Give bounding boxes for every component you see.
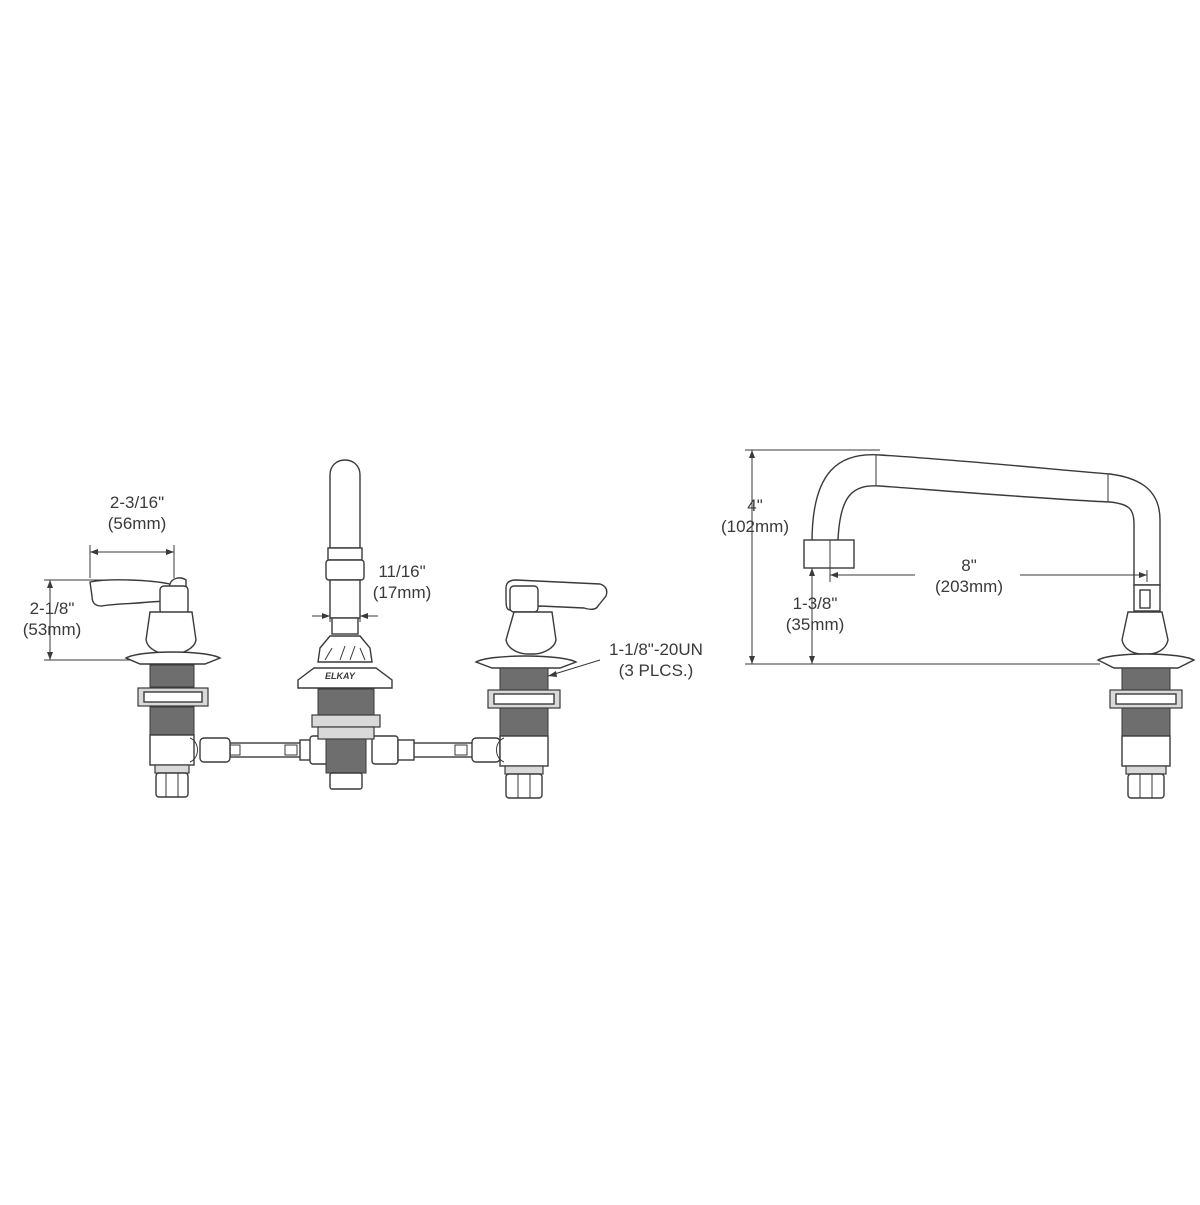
dim-outlet-height: 1-3/8" (35mm) <box>786 568 845 664</box>
dim-spout-diameter: 11/16" (17mm) <box>312 562 431 622</box>
dim-handle-width: 2-3/16" (56mm) <box>89 493 175 578</box>
spout-diameter-metric: (17mm) <box>373 583 432 602</box>
dim-spout-reach: 8" (203mm) <box>829 556 1148 596</box>
elkay-logo: ELKAY <box>325 671 356 681</box>
side-view: 4" (102mm) 8" (203mm) 1-3/8" (35mm) <box>721 449 1196 799</box>
shank-thread-metric: (3 PLCS.) <box>619 661 694 680</box>
dim-spout-height: 4" (102mm) <box>721 449 1100 665</box>
spout-diameter-imperial: 11/16" <box>378 562 425 581</box>
outlet-height-metric: (35mm) <box>786 615 845 634</box>
dim-handle-height: 2-1/8" (53mm) <box>23 579 130 661</box>
spout-arm <box>803 453 1161 612</box>
handle-width-metric: (56mm) <box>108 514 167 533</box>
dim-shank-thread: 1-1/8"-20UN (3 PLCS.) <box>547 640 703 680</box>
spout-height-imperial: 4" <box>747 496 763 515</box>
handle-height-metric: (53mm) <box>23 620 82 639</box>
side-valve <box>1096 611 1196 799</box>
handle-width-imperial: 2-3/16" <box>110 493 164 512</box>
handle-height-imperial: 2-1/8" <box>30 599 75 618</box>
outlet-height-imperial: 1-3/8" <box>793 594 838 613</box>
shank-thread-imperial: 1-1/8"-20UN <box>609 640 703 659</box>
spout-height-metric: (102mm) <box>721 517 789 536</box>
front-view: ELKAY 2-3/16" (56mm) <box>23 459 703 799</box>
spout-reach-metric: (203mm) <box>935 577 1003 596</box>
left-valve <box>89 577 222 798</box>
right-valve <box>474 579 608 799</box>
spout-reach-imperial: 8" <box>961 556 977 575</box>
center-spout: ELKAY <box>297 459 393 790</box>
